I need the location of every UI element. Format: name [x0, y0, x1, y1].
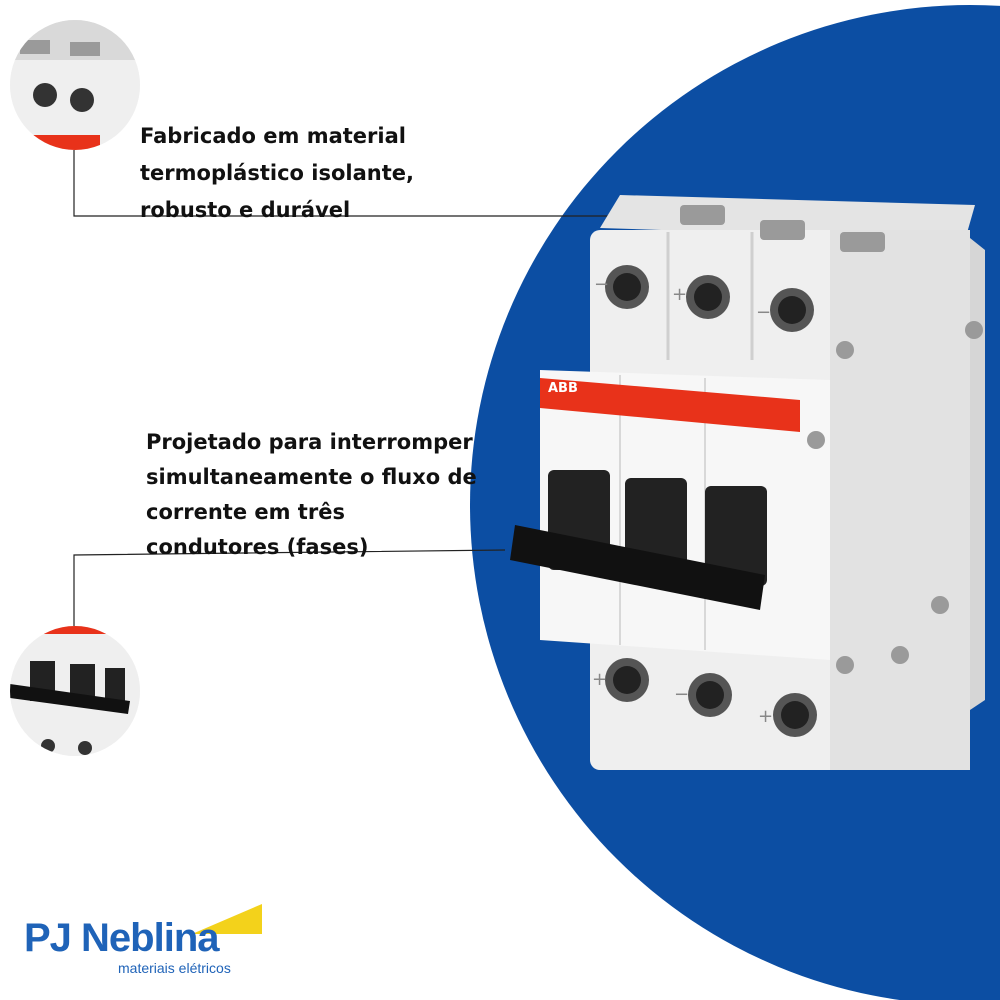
callout-line-bottom — [73, 549, 506, 626]
logo-name: PJ Neblina — [24, 916, 220, 960]
thumbnail-terminals — [10, 20, 140, 150]
terminal-sign-bottom-3: + — [758, 706, 773, 727]
abb-brand-label: ABB — [548, 381, 578, 396]
terminal-sign-top-3: − — [756, 302, 771, 323]
terminal-sign-bottom-1: + — [592, 669, 607, 690]
terminal-sign-top-2: + — [672, 284, 687, 305]
callout-text-function: Projetado para interromper simultaneamen… — [146, 430, 477, 559]
callout-text-material: Fabricado em material termoplástico isol… — [140, 124, 414, 222]
terminal-sign-bottom-2: − — [674, 684, 689, 705]
callout-line-top — [73, 150, 690, 217]
logo-flag-icon — [192, 904, 262, 934]
logo-tagline: materiais elétricos — [118, 960, 231, 976]
thumbnail-handle — [10, 626, 140, 756]
company-logo: PJ Neblina materiais elétricos — [24, 900, 264, 980]
terminal-sign-top-1: − — [594, 274, 609, 295]
